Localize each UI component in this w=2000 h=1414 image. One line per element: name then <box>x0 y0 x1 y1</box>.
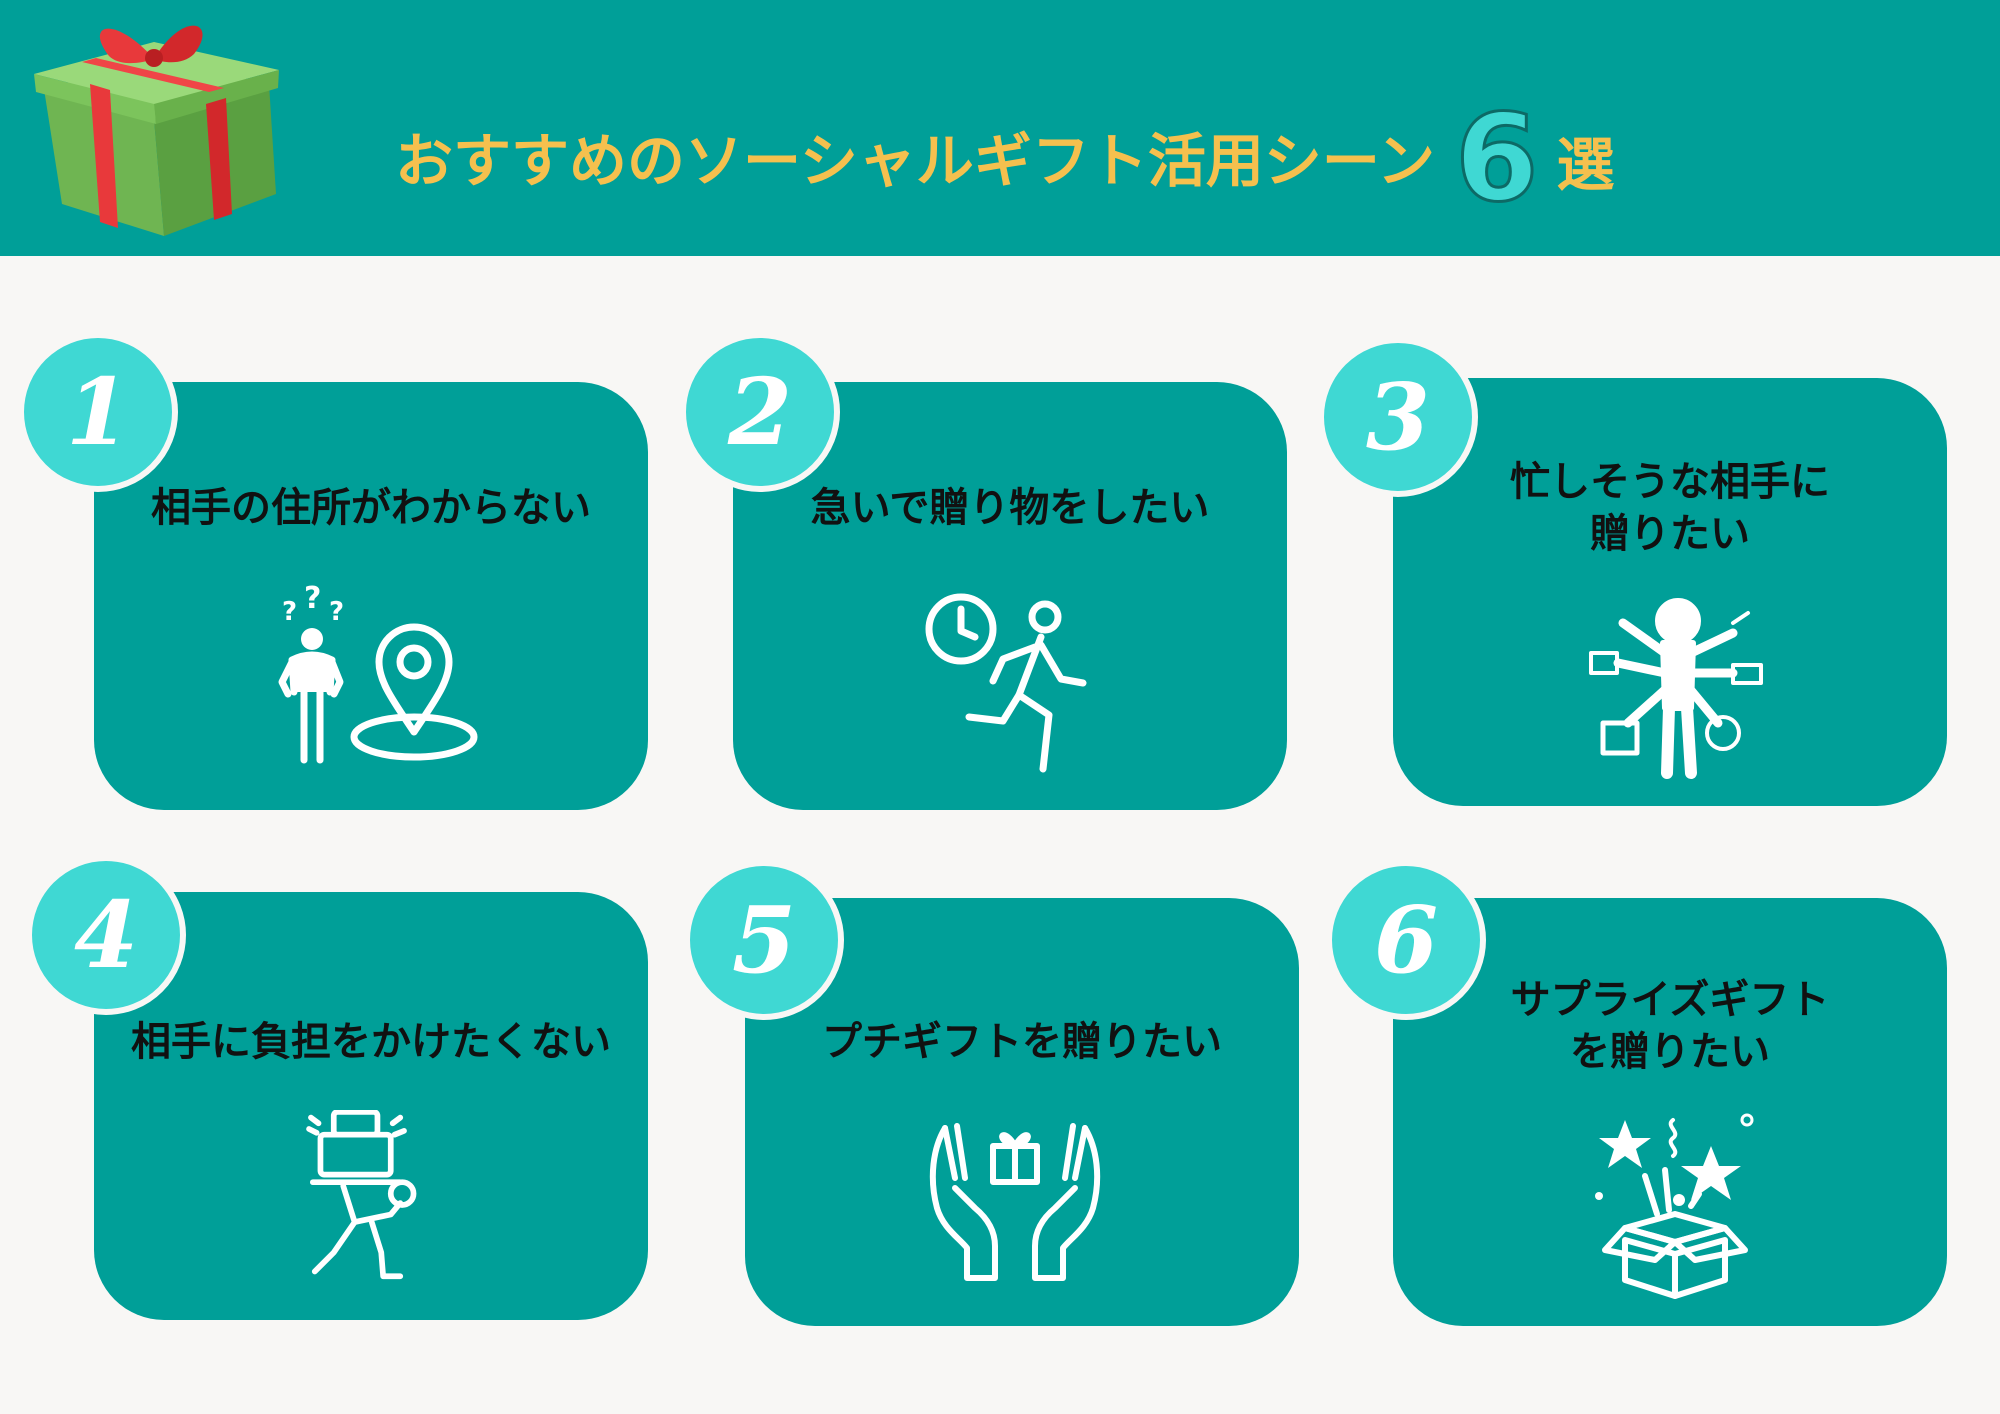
scene-card-4: 相手に負担をかけたくない <box>94 892 648 1320</box>
surprise-box-stars-icon <box>1595 1113 1754 1299</box>
svg-text:?: ? <box>329 597 344 627</box>
card-number-badge-1: 1 <box>18 332 178 492</box>
page-title: おすすめのソーシャルギフト活用シーン 6 選 <box>395 90 1615 229</box>
title-main-text: おすすめのソーシャルギフト活用シーン <box>395 127 1435 195</box>
card-label: 相手の住所がわからない <box>151 485 591 531</box>
card-number-badge-2: 2 <box>680 332 840 492</box>
hands-holding-gift-icon <box>929 1123 1101 1281</box>
person-carrying-heavy-box-icon <box>306 1110 417 1280</box>
card-label: 急いで贈り物をしたい <box>810 485 1210 531</box>
confused-person-map-pin-icon: ? ? ? <box>278 582 478 764</box>
card-number-badge-6: 6 <box>1326 860 1486 1020</box>
card-label: プチギフトを贈りたい <box>822 1019 1222 1065</box>
title-suffix: 選 <box>1556 131 1615 199</box>
svg-text:?: ? <box>304 582 321 616</box>
gift-box-icon <box>34 25 279 236</box>
title-number: 6 <box>1453 90 1539 229</box>
header-banner: おすすめのソーシャルギフト活用シーン 6 選 <box>0 0 2000 256</box>
card-number-badge-5: 5 <box>684 860 844 1020</box>
busy-multitasking-person-icon <box>1589 598 1763 779</box>
scene-card-1: 相手の住所がわからない ? ? ? <box>94 382 648 810</box>
card-label: サプライズギフトを贈りたい <box>1510 977 1830 1075</box>
card-number-badge-3: 3 <box>1318 337 1478 497</box>
svg-text:?: ? <box>282 597 297 627</box>
card-label: 相手に負担をかけたくない <box>131 1019 611 1065</box>
clock-running-person-icon <box>925 593 1087 773</box>
scene-card-6: サプライズギフトを贈りたい <box>1393 898 1947 1326</box>
card-label: 忙しそうな相手に贈りたい <box>1510 459 1830 557</box>
scene-card-3: 忙しそうな相手に贈りたい <box>1393 378 1947 806</box>
card-number-badge-4: 4 <box>26 855 186 1015</box>
